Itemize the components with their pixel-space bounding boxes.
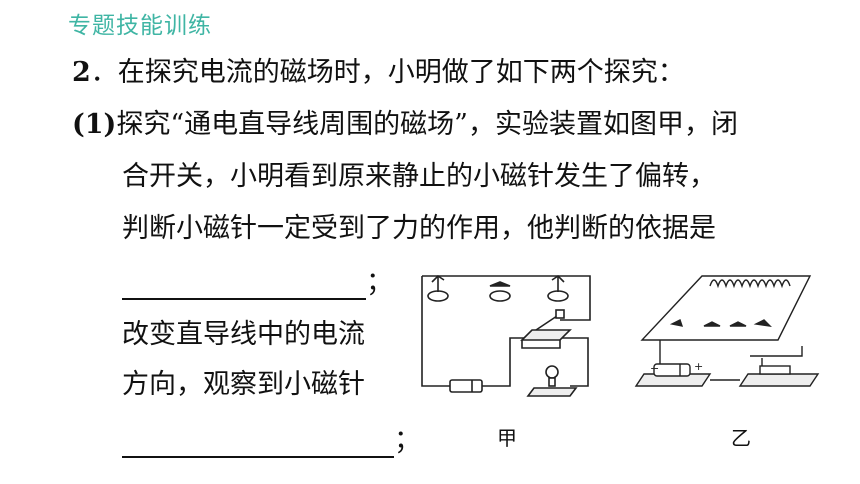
solenoid-coil-icon — [709, 279, 791, 289]
switch-b-icon — [759, 358, 791, 375]
part1-label: (1) — [72, 109, 117, 140]
figure-a-caption: 甲 — [497, 426, 517, 450]
compass-right-icon — [547, 274, 569, 302]
part1-line1: (1)探究“通电直导线周围的磁场”，实验装置如图甲，闭 — [72, 108, 738, 142]
part1-line1-text: 探究“通电直导线周围的磁场”，实验装置如图甲，闭 — [116, 109, 738, 140]
figure-b-solenoid — [634, 275, 820, 387]
battery-icon — [449, 379, 483, 393]
question-number: 2 — [72, 57, 91, 88]
compass-left-icon — [427, 274, 449, 302]
answer-blank-2[interactable] — [122, 430, 394, 458]
section-header: 专题技能训练 — [68, 13, 212, 39]
compass-middle-icon — [489, 281, 511, 302]
part1-line6: 改变直导线中的电流 — [122, 319, 365, 350]
battery-b-icon — [653, 363, 691, 377]
blank1-suffix: ； — [366, 267, 393, 298]
question-stem: 2．在探究电流的磁场时，小明做了如下两个探究： — [72, 56, 685, 90]
answer-blank-1[interactable] — [122, 272, 366, 300]
switch-icon — [520, 309, 572, 349]
battery-minus-label: − — [650, 362, 659, 375]
answer-line-2: ； — [122, 424, 421, 458]
battery-plus-label: + — [694, 360, 703, 373]
figure-b-caption: 乙 — [731, 426, 751, 450]
part1-line7: 方向，观察到小磁针 — [122, 369, 365, 400]
answer-line-1: ； — [122, 266, 393, 300]
blank2-suffix: ； — [394, 425, 421, 456]
compass-row-icon — [669, 319, 772, 327]
experiment-figures: − + — [421, 274, 820, 397]
figure-a-circuit — [421, 274, 591, 397]
part1-line2: 合开关，小明看到原来静止的小磁针发生了偏转， — [122, 161, 716, 192]
bulb-icon — [526, 365, 578, 397]
part1-line3: 判断小磁针一定受到了力的作用，他判断的依据是 — [122, 213, 716, 244]
question-stem-text: ．在探究电流的磁场时，小明做了如下两个探究： — [90, 57, 685, 88]
